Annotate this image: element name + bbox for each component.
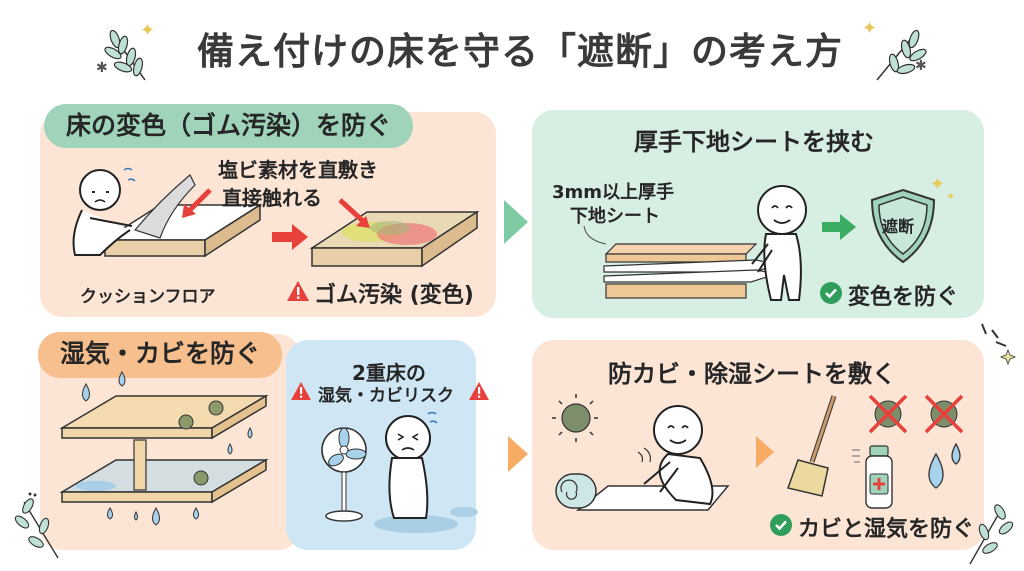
layered-sheet-illustration xyxy=(583,185,807,301)
shield-label: 遮断 xyxy=(882,217,915,236)
warning-icon xyxy=(290,381,312,401)
page-title: 備え付けの床を守る「遮断」の考え方 xyxy=(197,30,843,73)
prevent-mold-moisture-label: カビと湿気を防ぐ xyxy=(798,517,975,542)
moisture-mold-risk-label: 湿気・カビリスク xyxy=(318,386,454,406)
leaf-decoration-bottom-right xyxy=(969,504,1014,565)
green-arrow-connector-icon xyxy=(504,200,528,244)
pvc-callout-line1: 塩ビ素材を直敷き xyxy=(218,158,378,182)
section-heading-rubber-stain: 床の変色（ゴム汚染）を防ぐ xyxy=(44,104,414,148)
mold-crossed-icon xyxy=(924,394,964,434)
sparkle-icon: ✦ xyxy=(140,20,156,41)
spray-bottle-icon xyxy=(852,445,893,509)
orange-arrow-icon xyxy=(756,436,774,468)
prevent-discoloration-label: 変色を防ぐ xyxy=(848,285,959,310)
water-drop-icon xyxy=(928,442,961,489)
pvc-callout-line2: 直接触れる xyxy=(222,186,322,210)
section-heading-underlay-sheet: 厚手下地シートを挟む xyxy=(634,128,874,156)
double-floor-mold-illustration xyxy=(59,371,269,526)
sparkle-lines-decoration xyxy=(981,323,1017,366)
stained-floor-illustration xyxy=(309,198,480,268)
red-right-arrow-icon xyxy=(272,224,308,250)
shield-icon xyxy=(870,188,936,264)
broom-icon xyxy=(787,395,837,497)
sheet-label-line2: 下地シート xyxy=(570,206,660,227)
rubber-stain-warning-label: ゴム汚染 (変色) xyxy=(314,283,474,308)
warning-icon xyxy=(286,280,310,302)
sparkle-icon: ✦ xyxy=(862,18,878,39)
check-icon xyxy=(820,282,842,304)
leaf-decoration-top-left xyxy=(104,29,146,81)
sparkle-icon: ✦ xyxy=(946,190,956,203)
asterisk-icon: ✱ xyxy=(96,60,108,76)
section-heading-mold-sheet: 防カビ・除湿シートを敷く xyxy=(608,360,896,388)
mold-crossed-icon xyxy=(868,394,908,434)
leaf-decoration-top-right xyxy=(876,29,927,81)
cushion-floor-label: クッションフロア xyxy=(80,287,216,307)
double-floor-label: 2重床の xyxy=(352,361,426,385)
leaf-decoration-bottom-left xyxy=(14,492,59,559)
sheet-label-line1: 3mm以上厚手 xyxy=(552,182,675,203)
warning-icon xyxy=(468,381,490,401)
worried-person-with-fan-illustration xyxy=(321,411,478,533)
orange-arrow-connector-icon xyxy=(508,436,528,472)
person-rolling-sheet-illustration xyxy=(552,394,730,511)
panel-double-floor-risk xyxy=(286,340,476,550)
green-right-arrow-icon xyxy=(822,214,856,240)
sparkle-icon: ✦ xyxy=(930,174,946,195)
person-lifting-floor-illustration xyxy=(72,167,263,258)
asterisk-icon: ✱ xyxy=(915,58,927,74)
check-icon xyxy=(770,514,792,536)
section-heading-moisture-mold: 湿気・カビを防ぐ xyxy=(38,332,283,378)
